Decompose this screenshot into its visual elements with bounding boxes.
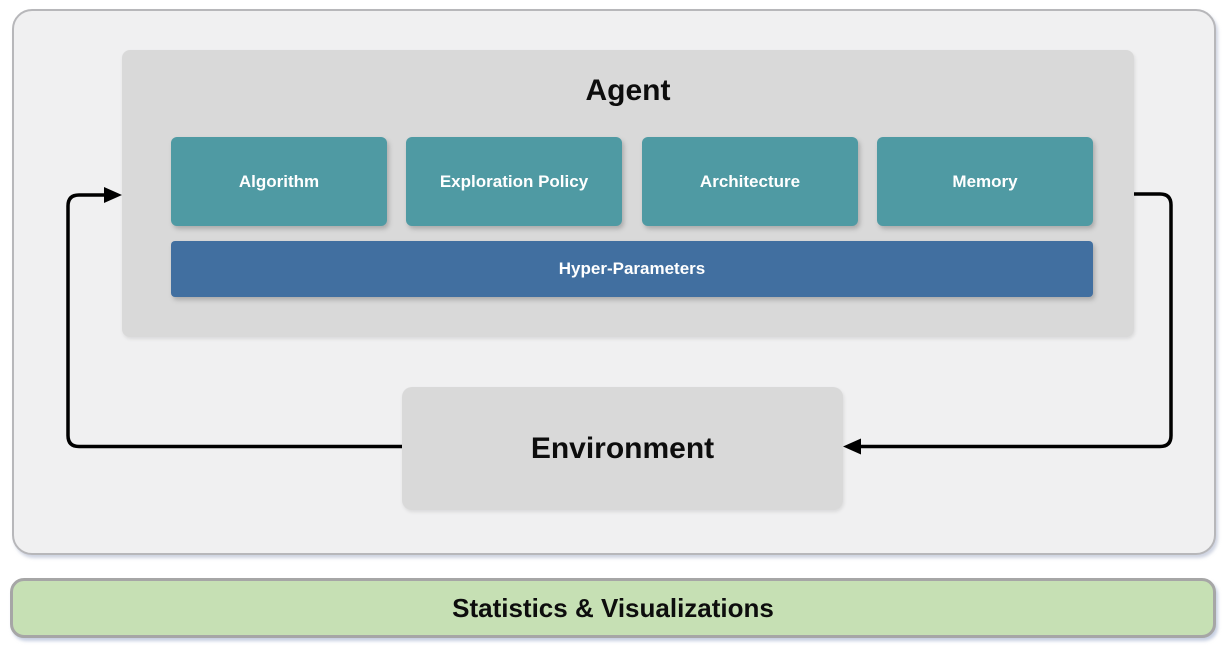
environment-box: Environment bbox=[402, 387, 843, 510]
agent-title: Agent bbox=[585, 74, 671, 107]
statistics-visualizations-bar: Statistics & Visualizations bbox=[10, 578, 1216, 638]
hyper-parameters-bar: Hyper-Parameters bbox=[171, 241, 1093, 297]
statistics-visualizations-label: Statistics & Visualizations bbox=[452, 592, 774, 623]
component-architecture: Architecture bbox=[642, 137, 858, 226]
component-algorithm: Algorithm bbox=[171, 137, 387, 226]
environment-label: Environment bbox=[530, 431, 715, 465]
component-exploration-policy: Exploration Policy bbox=[406, 137, 622, 226]
component-memory: Memory bbox=[877, 137, 1093, 226]
